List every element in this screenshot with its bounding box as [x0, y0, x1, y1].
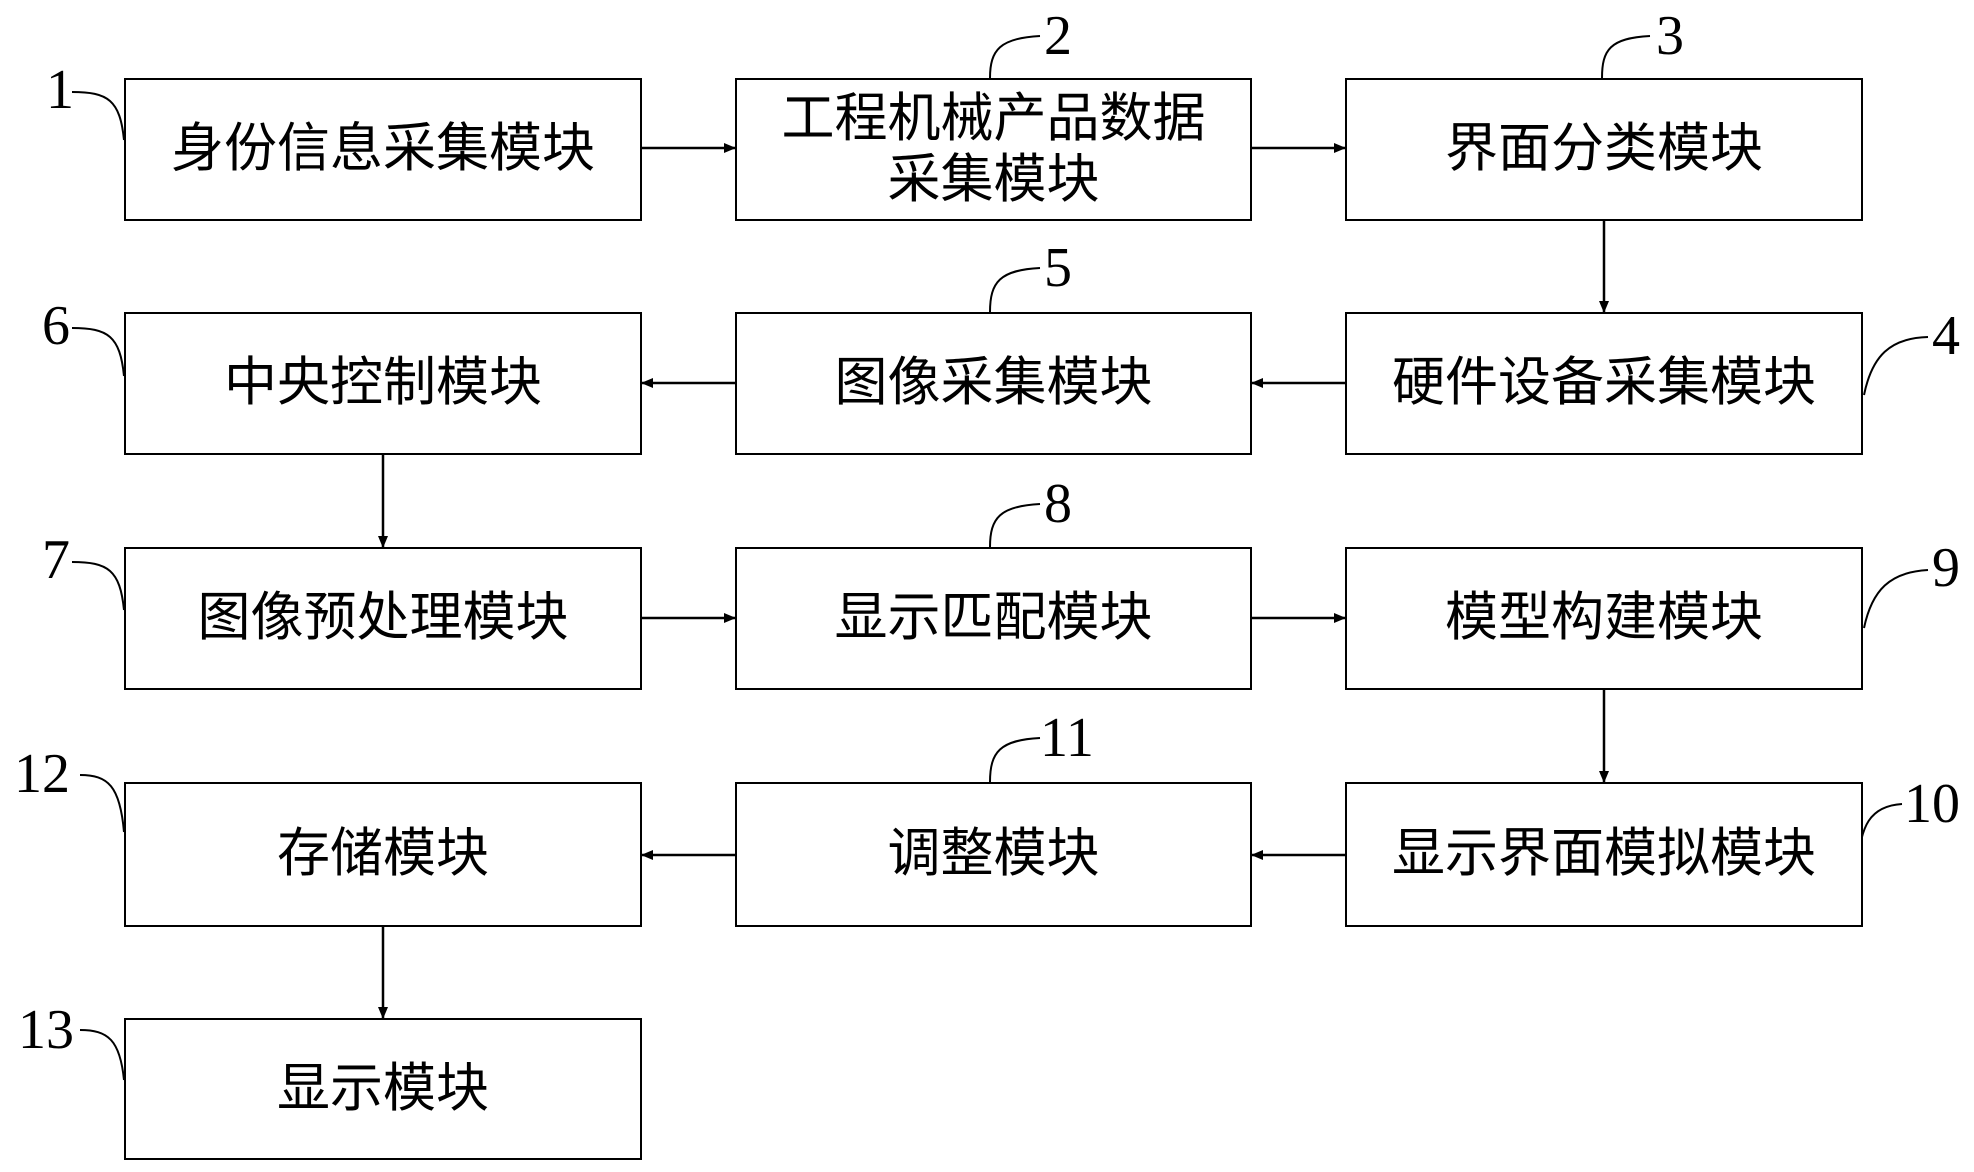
leader-line-1 [71, 91, 125, 141]
ref-number-8: 8 [1044, 473, 1072, 535]
leader-line-5 [989, 267, 1041, 313]
leader-line-12 [79, 774, 125, 833]
ref-number-1: 1 [46, 59, 74, 121]
ref-number-6: 6 [42, 295, 70, 357]
leader-line-6 [71, 327, 125, 377]
ref-number-11: 11 [1040, 707, 1094, 769]
ref-number-9: 9 [1932, 537, 1960, 599]
ref-number-5: 5 [1044, 237, 1072, 299]
module-box-6: 中央控制模块 [124, 312, 642, 455]
module-box-9: 模型构建模块 [1345, 547, 1863, 690]
ref-number-4: 4 [1932, 305, 1960, 367]
leader-line-7 [71, 561, 125, 611]
ref-number-2: 2 [1044, 5, 1072, 67]
leader-line-4 [1863, 336, 1929, 396]
leader-line-10 [1857, 803, 1903, 867]
module-box-4: 硬件设备采集模块 [1345, 312, 1863, 455]
module-box-1: 身份信息采集模块 [124, 78, 642, 221]
leader-line-2 [989, 35, 1041, 79]
module-box-7: 图像预处理模块 [124, 547, 642, 690]
leader-line-3 [1601, 35, 1651, 79]
leader-line-13 [79, 1029, 125, 1081]
ref-number-10: 10 [1904, 773, 1960, 835]
leader-line-8 [989, 503, 1041, 548]
leader-line-9 [1863, 569, 1929, 629]
leader-line-11 [989, 737, 1041, 783]
module-box-3: 界面分类模块 [1345, 78, 1863, 221]
module-box-2: 工程机械产品数据 采集模块 [735, 78, 1252, 221]
module-box-5: 图像采集模块 [735, 312, 1252, 455]
module-box-11: 调整模块 [735, 782, 1252, 927]
ref-number-7: 7 [42, 529, 70, 591]
module-box-8: 显示匹配模块 [735, 547, 1252, 690]
ref-number-3: 3 [1656, 5, 1684, 67]
ref-number-13: 13 [18, 999, 74, 1061]
module-box-13: 显示模块 [124, 1018, 642, 1160]
module-box-10: 显示界面模拟模块 [1345, 782, 1863, 927]
module-box-12: 存储模块 [124, 782, 642, 927]
ref-number-12: 12 [14, 743, 70, 805]
